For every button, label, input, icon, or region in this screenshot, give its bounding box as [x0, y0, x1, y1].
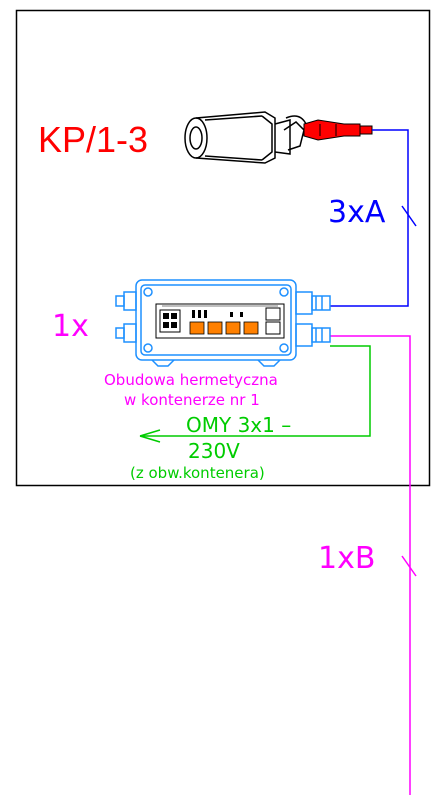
box-name-line1: Obudowa hermetyczna — [104, 371, 278, 389]
left-arrow-icon — [139, 429, 161, 443]
power-voltage: 230V — [188, 439, 240, 463]
network-switch-icon — [155, 303, 285, 339]
hermetic-enclosure-icon — [115, 279, 331, 367]
box-name-line2: w kontenerze nr 1 — [124, 391, 260, 409]
cable-b-line — [330, 335, 411, 795]
power-cable-type: OMY 3x1 – — [186, 413, 291, 437]
cable-a-tick — [401, 205, 417, 227]
bullet-camera-icon — [184, 111, 307, 164]
power-line — [140, 345, 371, 437]
container-frame — [15, 9, 431, 487]
cable-a-label: 3xA — [328, 195, 386, 230]
cable-a-line — [330, 129, 409, 307]
cable-b-label: 1xB — [318, 541, 375, 576]
red-plug-icon — [303, 119, 373, 141]
camera-label: KP/1-3 — [38, 119, 148, 160]
cable-b-tick — [401, 555, 417, 577]
box-quantity: 1x — [52, 309, 89, 344]
power-source: (z obw.kontenera) — [130, 464, 265, 482]
